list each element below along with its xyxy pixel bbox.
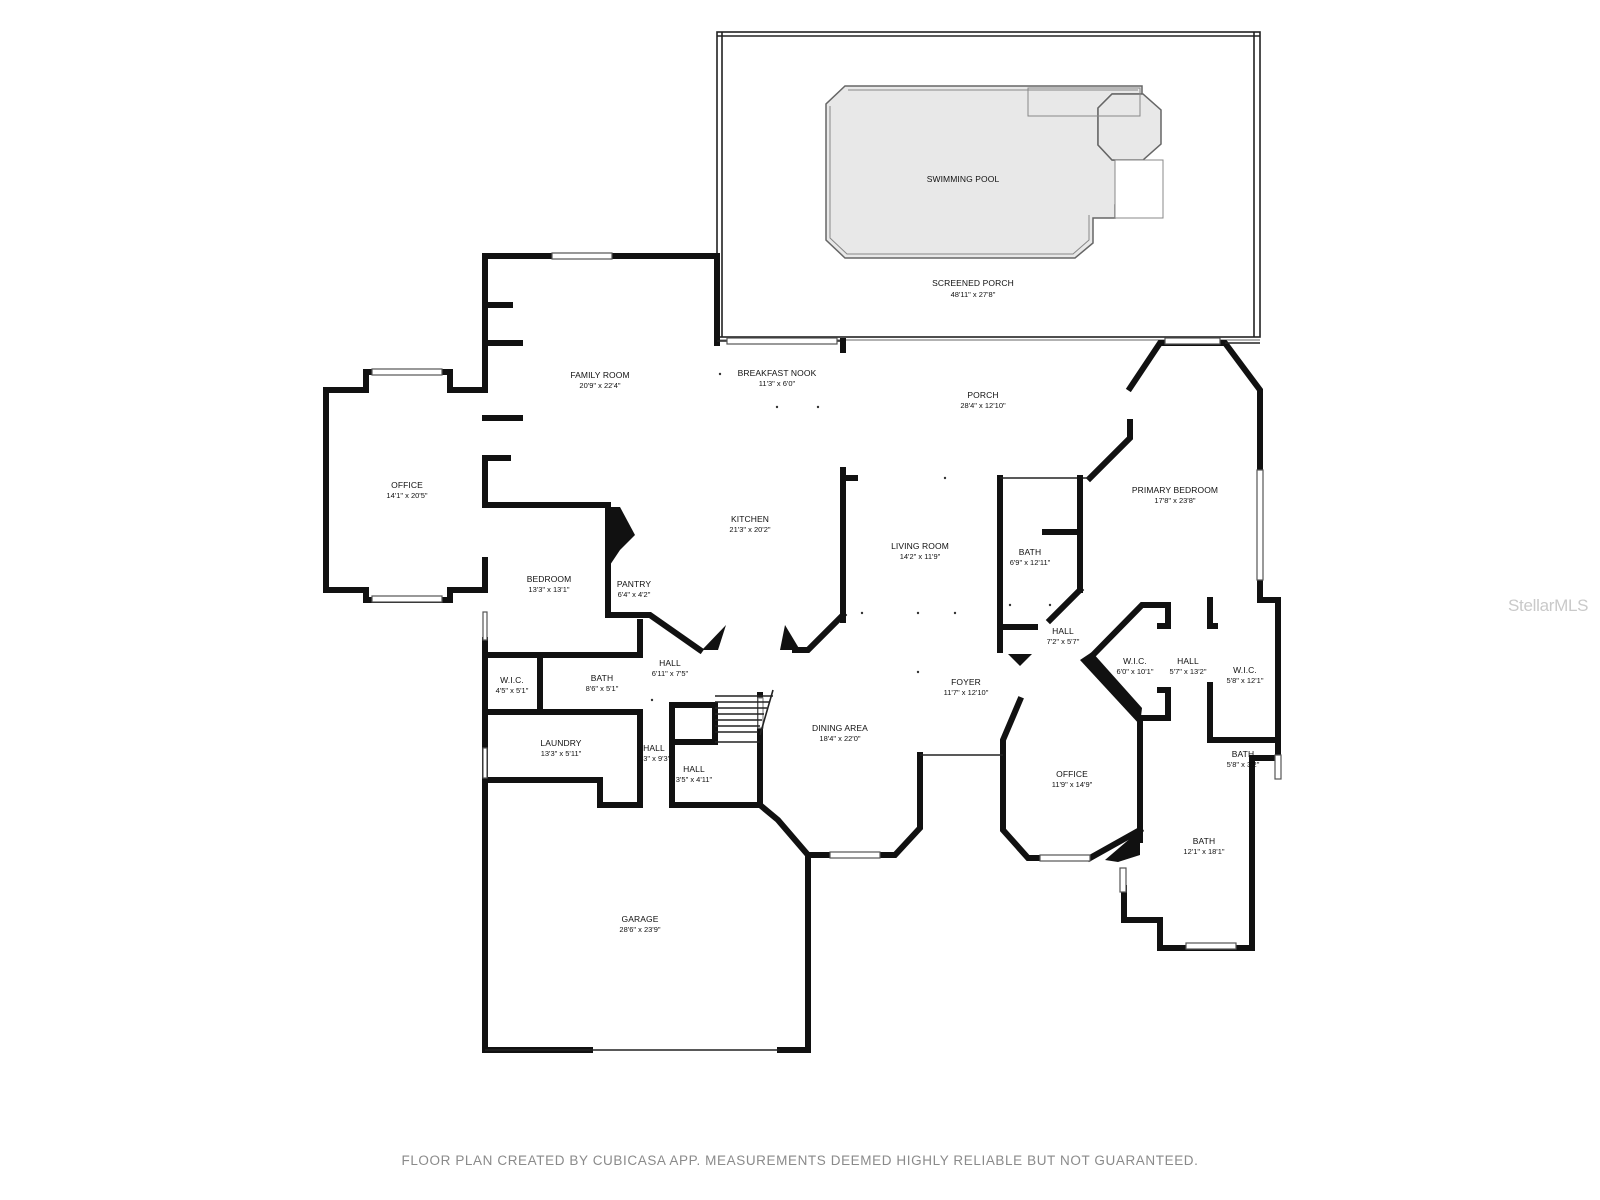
room-dims-screened-porch: 48'11" x 27'8" xyxy=(951,290,996,299)
room-dims-wic-primary-right: 5'8" x 12'1" xyxy=(1227,676,1264,685)
stairs xyxy=(715,689,774,736)
room-labels: SWIMMING POOL SCREENED PORCH 48'11" x 27… xyxy=(386,174,1263,934)
room-label-hall-kitchen: HALL xyxy=(659,658,681,668)
room-label-office-left: OFFICE xyxy=(391,480,423,490)
room-dims-dining-area: 18'4" x 22'0" xyxy=(819,734,860,743)
room-dims-hall-small: 3'5" x 4'11" xyxy=(676,775,713,784)
room-label-breakfast-nook: BREAKFAST NOOK xyxy=(738,368,817,378)
room-label-pantry: PANTRY xyxy=(617,579,652,589)
room-label-hall-primary: HALL xyxy=(1052,626,1074,636)
room-dims-office-right: 11'9" x 14'9" xyxy=(1052,780,1093,789)
room-label-garage: GARAGE xyxy=(622,914,659,924)
room-label-bath-large: BATH xyxy=(1193,836,1215,846)
room-label-bath-bedroom: BATH xyxy=(591,673,613,683)
room-dims-office-left: 14'1" x 20'5" xyxy=(386,491,427,500)
room-label-primary-bedroom: PRIMARY BEDROOM xyxy=(1132,485,1218,495)
room-label-bedroom: BEDROOM xyxy=(527,574,572,584)
room-label-wic-primary-right: W.I.C. xyxy=(1233,665,1257,675)
fixture-dots xyxy=(650,372,1052,702)
room-label-bath-primary: BATH xyxy=(1019,547,1041,557)
room-dims-wic-primary-left: 6'0" x 10'1" xyxy=(1117,667,1154,676)
room-dims-primary-bedroom: 17'8" x 23'8" xyxy=(1154,496,1195,505)
room-dims-pantry: 6'4" x 4'2" xyxy=(618,590,651,599)
room-dims-family-room: 20'9" x 22'4" xyxy=(579,381,620,390)
room-dims-kitchen: 21'3" x 20'2" xyxy=(729,525,770,534)
room-label-family-room: FAMILY ROOM xyxy=(570,370,629,380)
room-label-hall-laundry: HALL xyxy=(643,743,665,753)
room-label-office-right: OFFICE xyxy=(1056,769,1088,779)
room-label-wic-primary-left: W.I.C. xyxy=(1123,656,1147,666)
footer-disclaimer: FLOOR PLAN CREATED BY CUBICASA APP. MEAS… xyxy=(401,1153,1199,1168)
room-label-foyer: FOYER xyxy=(951,677,981,687)
room-dims-bath-large: 12'1" x 18'1" xyxy=(1183,847,1224,856)
room-label-hall-wing: HALL xyxy=(1177,656,1199,666)
room-dims-laundry: 13'3" x 5'11" xyxy=(541,749,582,758)
room-dims-bedroom: 13'3" x 13'1" xyxy=(528,585,569,594)
room-dims-hall-primary: 7'2" x 5'7" xyxy=(1047,637,1080,646)
room-label-hall-small: HALL xyxy=(683,764,705,774)
room-dims-living-room: 14'2" x 11'9" xyxy=(900,552,941,561)
swimming-pool xyxy=(825,85,1164,259)
room-label-screened-porch: SCREENED PORCH xyxy=(932,278,1014,288)
room-dims-breakfast-nook: 11'3" x 6'0" xyxy=(759,379,796,388)
room-label-wic-bedroom: W.I.C. xyxy=(500,675,524,685)
room-label-laundry: LAUNDRY xyxy=(540,738,581,748)
room-label-bath-small: BATH xyxy=(1232,749,1254,759)
room-dims-hall-laundry: 3'3" x 9'3" xyxy=(638,754,671,763)
room-dims-garage: 28'6" x 23'9" xyxy=(619,925,660,934)
room-dims-hall-kitchen: 6'11" x 7'5" xyxy=(652,669,689,678)
room-label-porch: PORCH xyxy=(967,390,998,400)
room-dims-foyer: 11'7" x 12'10" xyxy=(944,688,989,697)
watermark-logo: StellarMLS xyxy=(1508,596,1589,615)
room-dims-hall-wing: 5'7" x 13'2" xyxy=(1170,667,1207,676)
solid-wall-blocks xyxy=(608,507,1142,862)
room-dims-bath-small: 5'8" x 3'2" xyxy=(1227,760,1260,769)
room-dims-wic-bedroom: 4'5" x 5'1" xyxy=(496,686,529,695)
windows xyxy=(371,252,1282,950)
room-dims-bath-bedroom: 8'6" x 5'1" xyxy=(586,684,619,693)
room-dims-porch: 28'4" x 12'10" xyxy=(960,401,1006,410)
room-dims-bath-primary: 6'9" x 12'11" xyxy=(1010,558,1051,567)
room-label-kitchen: KITCHEN xyxy=(731,514,769,524)
room-label-living-room: LIVING ROOM xyxy=(891,541,949,551)
exterior-walls xyxy=(323,253,1281,1053)
room-label-dining-area: DINING AREA xyxy=(812,723,868,733)
room-label-swimming-pool: SWIMMING POOL xyxy=(927,174,1000,184)
